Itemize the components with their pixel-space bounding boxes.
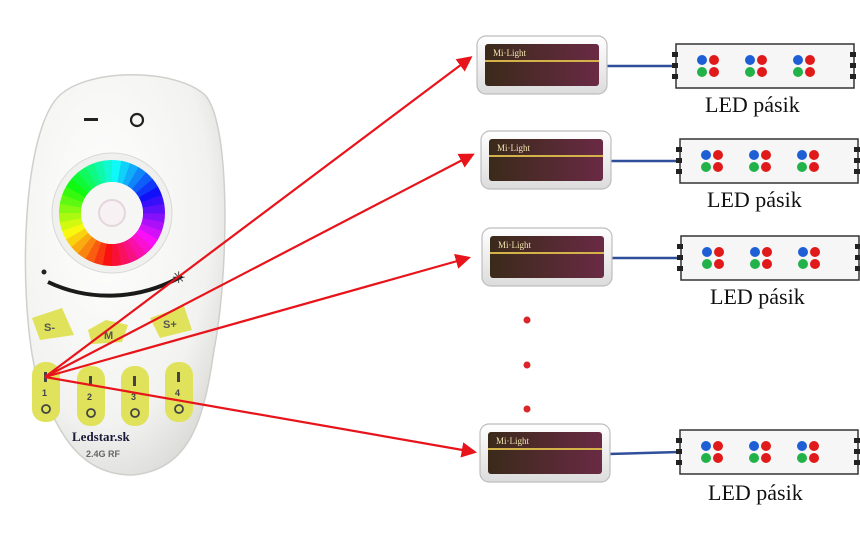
led-strip xyxy=(676,429,860,475)
color-wheel-segment xyxy=(135,228,158,248)
wire xyxy=(607,450,681,456)
zone-4-number: 4 xyxy=(175,388,180,398)
ellipsis-dot xyxy=(523,405,531,413)
speed-plus-button[interactable]: S+ xyxy=(150,306,192,338)
color-wheel-segment xyxy=(66,178,89,198)
speed-plus-label: S+ xyxy=(163,319,177,331)
brightness-slider[interactable] xyxy=(47,274,183,298)
led-strip xyxy=(677,235,860,281)
frequency-label: 2.4G RF xyxy=(86,449,121,459)
white-mode-button[interactable] xyxy=(98,199,126,227)
color-wheel-segment xyxy=(131,232,153,254)
color-wheel-segment xyxy=(93,242,107,266)
color-wheel-segment xyxy=(102,243,112,266)
color-wheel-segment xyxy=(141,218,165,232)
color-wheel-segment xyxy=(117,160,131,184)
led-strip xyxy=(672,43,856,89)
controller-brand-label: Mi·Light xyxy=(497,143,530,153)
color-wheel-segment xyxy=(77,236,97,259)
zone-button-2[interactable]: 2 xyxy=(77,366,105,426)
controller-brand-label: Mi·Light xyxy=(493,48,526,58)
signal-arrow-3 xyxy=(44,253,471,379)
color-wheel-segment xyxy=(62,223,86,240)
color-wheel-segment xyxy=(142,213,165,223)
color-wheel-segment xyxy=(131,172,153,194)
color-wheel-segment xyxy=(77,166,97,190)
signal-arrow-1 xyxy=(44,56,473,378)
signal-arrow-4 xyxy=(44,375,478,458)
led-strip xyxy=(676,138,860,184)
led-strip-label: LED pásik xyxy=(710,284,805,309)
color-wheel-segment xyxy=(111,243,122,266)
ellipsis-dot xyxy=(523,316,531,324)
zone-1-number: 1 xyxy=(42,388,47,398)
color-wheel-segment xyxy=(138,186,162,203)
color-wheel-segment xyxy=(85,239,102,263)
zone-3-number: 3 xyxy=(131,392,136,402)
color-wheel-segment xyxy=(71,172,93,194)
signal-arrow-2 xyxy=(44,153,475,378)
color-wheel-segment xyxy=(59,218,83,232)
color-wheel-segment xyxy=(59,212,82,223)
mode-label: M xyxy=(104,330,113,342)
color-wheel-segment xyxy=(127,167,147,190)
controller-box: Mi·Light xyxy=(476,35,608,95)
color-wheel-segment xyxy=(138,223,162,240)
color-wheel-segment xyxy=(59,194,83,208)
zone-2-number: 2 xyxy=(87,392,92,402)
power-on-icon[interactable] xyxy=(129,112,145,128)
color-wheel-segment xyxy=(135,178,159,198)
color-wheel-segment xyxy=(93,160,107,184)
color-wheel-segment xyxy=(112,160,122,183)
color-wheel-segment xyxy=(117,242,131,266)
brand-label: Ledstar.sk xyxy=(72,429,130,444)
led-strip-label: LED pásik xyxy=(705,92,800,117)
color-wheel-segment xyxy=(65,228,89,248)
controller-brand-label: Mi·Light xyxy=(496,436,529,446)
color-wheel-segment xyxy=(122,239,139,263)
color-wheel-segment xyxy=(122,163,139,187)
color-wheel[interactable] xyxy=(51,152,173,274)
color-wheel-segment xyxy=(71,232,93,254)
controller-box: Mi·Light xyxy=(480,130,612,190)
color-wheel-segment xyxy=(102,160,113,183)
continuation-dots xyxy=(523,316,531,413)
color-wheel-segment xyxy=(59,203,82,213)
remote-control: ✳ S- M S+ 1 2 3 xyxy=(24,74,226,476)
ellipsis-dot xyxy=(523,361,531,369)
brightness-low-icon xyxy=(41,269,47,275)
color-wheel-segment xyxy=(62,186,86,203)
zone-button-3[interactable]: 3 xyxy=(121,366,149,426)
color-wheel-segment xyxy=(85,163,102,187)
controller-box: Mi·Light xyxy=(479,423,611,483)
power-off-icon[interactable] xyxy=(84,118,98,121)
color-wheel-segment xyxy=(142,203,165,214)
color-wheel-segment xyxy=(141,194,165,208)
speed-minus-label: S- xyxy=(44,322,55,334)
controller-brand-label: Mi·Light xyxy=(498,240,531,250)
signal-arrows xyxy=(44,56,478,458)
zone-button-4[interactable]: 4 xyxy=(165,362,193,422)
led-strip-label: LED pásik xyxy=(707,187,802,212)
controller-box: Mi·Light xyxy=(481,227,613,287)
speed-minus-button[interactable]: S- xyxy=(32,308,74,340)
color-wheel-segment xyxy=(127,236,147,260)
led-strip-label: LED pásik xyxy=(708,480,803,505)
